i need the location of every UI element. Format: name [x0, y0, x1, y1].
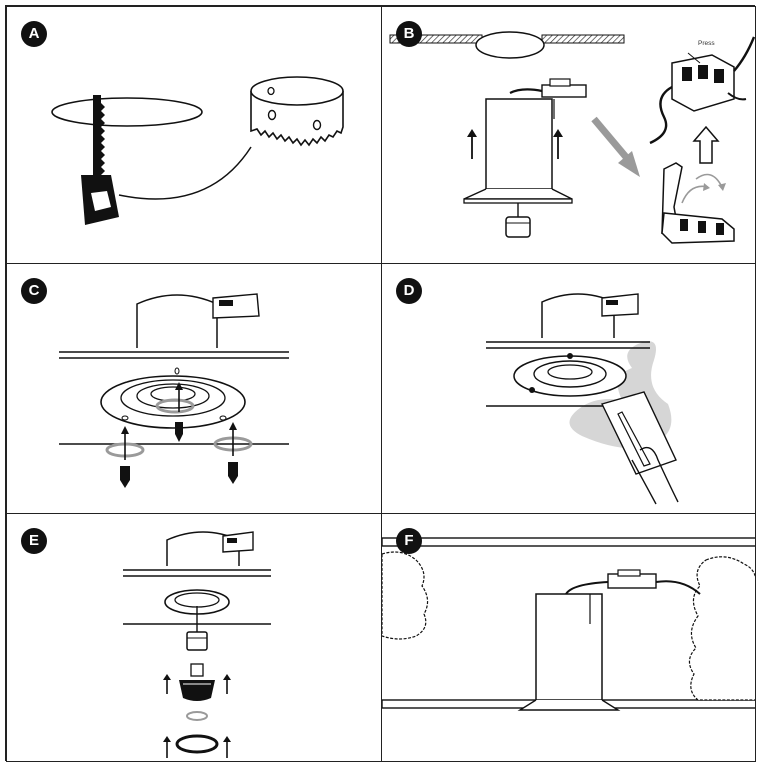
panel-e: E	[6, 513, 382, 762]
sanding-hand-icon	[601, 391, 679, 505]
panel-c: C	[6, 263, 382, 514]
panel-b-illustration	[389, 31, 755, 244]
terminal-block-icon	[649, 36, 755, 164]
connector-line	[118, 146, 252, 200]
gray-arrow-icon	[591, 116, 640, 177]
ceiling-hole	[51, 97, 203, 127]
step-badge-f: F	[396, 528, 422, 554]
panel-b: B Press	[381, 6, 756, 264]
step-badge-d: D	[396, 278, 422, 304]
screw-left-icon	[120, 466, 130, 488]
panel-d-illustration	[486, 293, 679, 505]
step-badge-a: A	[21, 21, 47, 47]
panel-a-illustration	[51, 76, 344, 225]
cut-disc	[475, 31, 545, 59]
panel-e-illustration	[123, 531, 271, 758]
press-label: Press	[698, 40, 715, 47]
screw-right-icon	[228, 462, 238, 484]
step-badge-e: E	[21, 528, 47, 554]
panel-c-illustration	[59, 293, 289, 488]
trim-ring	[513, 353, 627, 397]
screw-center-icon	[175, 422, 183, 442]
insulation-right	[688, 556, 755, 701]
downlight-housing	[463, 78, 587, 238]
saw-icon	[93, 95, 107, 179]
joist-top	[382, 537, 755, 547]
instruction-grid: A B Press	[5, 5, 756, 762]
washer-center	[155, 398, 195, 414]
downlight-housing	[535, 593, 603, 701]
insulation-left	[382, 551, 429, 640]
hole-saw-icon	[250, 76, 344, 147]
terminal-lever-icon	[661, 162, 735, 244]
trim-ring	[100, 367, 246, 429]
retaining-clip	[186, 711, 208, 721]
glass-ring-icon	[175, 734, 219, 754]
step-badge-b: B	[396, 21, 422, 47]
panel-f-illustration	[382, 537, 755, 711]
step-badge-c: C	[21, 278, 47, 304]
panel-d: D	[381, 263, 756, 514]
panel-a: A	[6, 6, 382, 264]
panel-f: F	[381, 513, 756, 762]
gu10-lamp-icon	[179, 663, 215, 701]
lamp-connector-icon	[186, 631, 208, 651]
